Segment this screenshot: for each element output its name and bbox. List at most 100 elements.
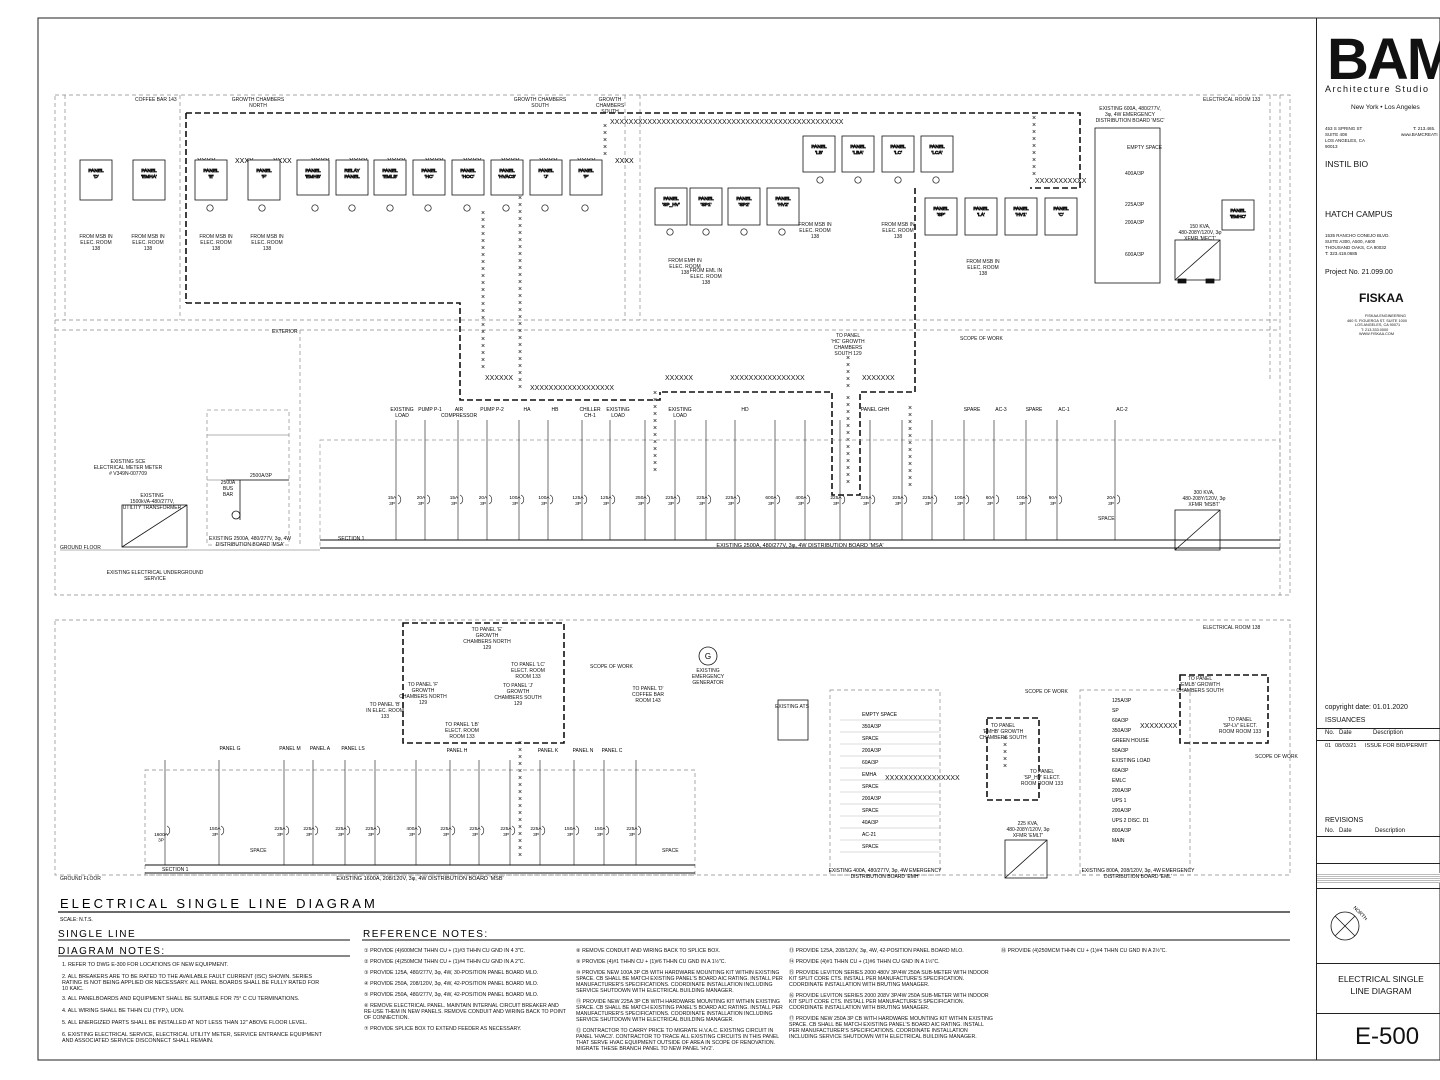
feeder-x: × <box>908 468 912 475</box>
feeder-x: × <box>653 432 657 439</box>
breaker-symbol <box>488 494 493 505</box>
board-row: 60A/3P <box>1112 768 1129 774</box>
to-panel-label: TO PANEL'SP-LV' ELECT.ROOM ROOM 133 <box>1219 717 1261 735</box>
room-label: ELECTRICAL ROOM 133 <box>1203 97 1261 103</box>
feeder-x: × <box>518 279 522 286</box>
feeder-x: × <box>518 251 522 258</box>
empty-space-label: EMPTY SPACE <box>1127 145 1163 151</box>
breaker-symbol <box>285 825 290 836</box>
feeder-x: × <box>518 328 522 335</box>
reference-note: ⑤ PROVIDE 250A, 480/277V, 3φ, 4W, 42-POS… <box>364 992 539 998</box>
feeder-x: × <box>1032 115 1036 122</box>
panel-box: PANEL'P' <box>569 159 603 196</box>
breaker-symbol <box>480 825 485 836</box>
feeder-x: × <box>846 409 850 416</box>
feeder-run: XXXXXXXXXXXXXXXX <box>885 775 960 782</box>
feeder-x: × <box>518 209 522 216</box>
panel-label: PANEL'EMLB' <box>382 168 398 180</box>
reference-note: ⑦ PROVIDE SPLICE BOX TO EXTEND FEEDER AS… <box>364 1026 522 1032</box>
diagram-title: ELECTRICAL SINGLE LINE DIAGRAM <box>60 896 378 911</box>
msc-breaker: 600A/3P <box>1125 252 1145 258</box>
note-marker <box>386 204 394 212</box>
feeder-x: × <box>481 301 485 308</box>
note-marker <box>816 176 824 184</box>
note-marker <box>740 228 748 236</box>
feeder-x: × <box>518 845 522 852</box>
breaker-symbol <box>451 825 456 836</box>
room-label: ELECTRICAL ROOM 138 <box>1203 625 1261 631</box>
panel-label: PANEL'J' <box>538 168 554 180</box>
load-label: AC-1 <box>1058 407 1070 413</box>
panel-box: PANEL'SP1' <box>689 187 723 226</box>
section-label: SECTION 1 <box>338 536 365 542</box>
upper-labels: COFFEE BAR 143 ELECTRICAL ROOM 133 EXTER… <box>60 97 1298 882</box>
board-row: SPACE <box>862 736 879 742</box>
diagram-note: AND ASSOCIATED SERVICE DISCONNECT SHALL … <box>62 1038 214 1044</box>
board-row: 200A/3P <box>1112 788 1132 794</box>
board-row: EMPTY SPACE <box>862 712 898 718</box>
panel-label: PANEL'LC' <box>890 144 906 156</box>
feeder-x: × <box>1032 129 1036 136</box>
diagram-note: 3. ALL PANELBOARDS AND EQUIPMENT SHALL B… <box>62 996 300 1002</box>
firm-cities: New York • Los Angeles <box>1351 104 1420 111</box>
contact-line: T: 213.465. <box>1413 126 1436 131</box>
feeder-x: × <box>1032 157 1036 164</box>
feeder-x: × <box>518 754 522 761</box>
feeder-x: × <box>1003 742 1007 749</box>
main-breaker-label: 2500A/3P <box>250 473 273 479</box>
load-label: SPARE <box>964 407 981 413</box>
emh-board-label: EXISTING 400A, 480/277V, 3φ, 4W EMERGENC… <box>829 868 942 880</box>
feeder-x: × <box>653 418 657 425</box>
panel-box: PANEL'EMLB' <box>373 159 407 196</box>
feeder-x: × <box>518 349 522 356</box>
panel-label: PANEL'HV1' <box>1013 206 1029 218</box>
generator-symbol <box>698 646 718 666</box>
load-label: SPARE <box>1026 407 1043 413</box>
feeder-x: × <box>846 479 850 486</box>
diagram-note: 4. ALL WIRING SHALL BE THHN CU (TYP.), U… <box>62 1008 185 1014</box>
feeder-x: × <box>518 272 522 279</box>
note-marker <box>424 204 432 212</box>
note-marker <box>778 228 786 236</box>
board-row: SPACE <box>862 844 879 850</box>
feeder-x: × <box>481 364 485 371</box>
load-label: PUMP P-2 <box>480 407 504 413</box>
board-row: 60A/3P <box>862 760 879 766</box>
panel-label: PANEL'E' <box>203 168 219 180</box>
feeder-x: × <box>908 426 912 433</box>
panel-label: PANEL'C' <box>1053 206 1069 218</box>
board-row: UPS 2 DISC. D1 <box>1112 818 1149 824</box>
panel-label: PANEL H <box>447 748 468 754</box>
feeder-x: × <box>481 287 485 294</box>
feeder-x: × <box>481 280 485 287</box>
project-address-line: 1535 RANCHO CONEJO BLVD. <box>1325 233 1390 238</box>
project-address-line: SUITE A300, A500, A600 <box>1325 239 1376 244</box>
issuances-rule <box>1317 728 1440 729</box>
panel-label: PANEL'SP1' <box>698 196 714 208</box>
breaker-symbol <box>417 825 422 836</box>
engineer-line: T: 213.333.0000 <box>1361 327 1389 332</box>
panel-label: PANEL'HC' <box>421 168 437 180</box>
breaker-symbol <box>646 494 651 505</box>
feeder-x: × <box>518 377 522 384</box>
feeder-x: × <box>518 747 522 754</box>
feeder-run: XXXXXX <box>485 375 513 382</box>
firm-logo: BAM <box>1327 27 1440 92</box>
feeder-run: XXXXXXXXXXX <box>1035 178 1087 185</box>
feeder-x: × <box>481 217 485 224</box>
